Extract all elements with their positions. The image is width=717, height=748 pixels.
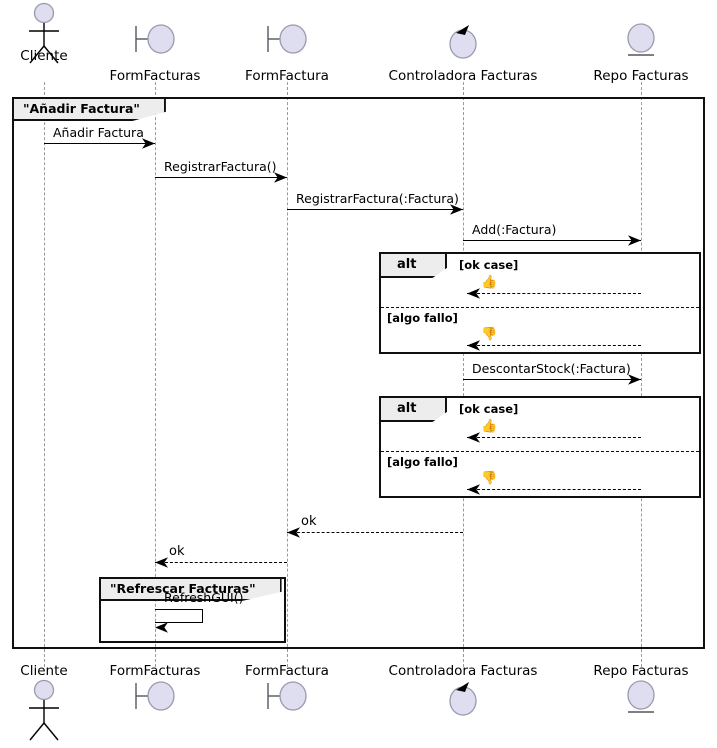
participant-label: Cliente [20,663,68,679]
frame-alt-2-operand-separator [381,451,699,452]
participant-icon-wrapper [187,22,387,68]
participant-controladora-facturas[interactable]: Controladora Facturas [363,22,563,84]
participant-formfactura[interactable]: FormFactura [187,663,387,725]
actor-stick-figure-icon [29,2,59,64]
message-label: 👍 [481,275,498,290]
arrowhead-icon [155,622,168,633]
arrowhead-icon [287,527,300,538]
lifeline-cliente [44,82,45,667]
message-line [467,345,641,346]
participant-label: Controladora Facturas [388,663,538,679]
message-line [155,177,287,178]
message-line [44,143,155,144]
participant-icon-wrapper [363,22,563,68]
participant-icon-wrapper [363,679,563,725]
message-label: RegistrarFactura(:Factura) [296,191,459,206]
message-label: ok [301,514,317,529]
participant-cliente[interactable]: Cliente [0,663,144,741]
message-line [463,240,641,241]
message-label: 👎 [481,327,498,342]
arrowhead-icon [155,557,168,568]
lifeline-formfactura [287,82,288,667]
arrowhead-icon [467,484,480,495]
self-message-arrowhead [155,618,168,637]
participant-repo-facturas[interactable]: Repo Facturas [541,663,717,725]
participant-controladora-facturas[interactable]: Controladora Facturas [363,663,563,725]
frame-alt-1[interactable]: alt [ok case] [algo fallo] [379,252,701,354]
participant-formfacturas[interactable]: FormFacturas [55,663,255,725]
boundary-icon [267,24,307,54]
message-line [155,562,287,563]
participant-cliente[interactable]: Cliente [0,2,144,64]
frame-refrescar-facturas[interactable]: "Refrescar Facturas" [99,577,286,643]
participant-icon-wrapper [55,679,255,725]
participant-label: Controladora Facturas [388,68,538,84]
entity-icon [627,23,655,56]
message-line [287,532,463,533]
message-line [467,437,641,438]
message-label: Add(:Factura) [472,222,557,237]
participant-label: Repo Facturas [593,663,689,679]
message-label: RegistrarFactura() [164,159,277,174]
message-label: 👍 [481,419,498,434]
frame-alt-2[interactable]: alt [ok case] [algo fallo] [379,396,701,498]
boundary-icon [135,681,175,711]
arrowhead-icon [467,340,480,351]
message-line [463,379,641,380]
participant-label: Repo Facturas [593,68,689,84]
frame-alt-2-tab: alt [381,398,447,422]
frame-alt-1-guard-0: [ok case] [459,258,519,272]
participant-formfactura[interactable]: FormFactura [187,22,387,84]
message-label: 👎 [481,471,498,486]
control-icon [449,682,477,716]
message-label: DescontarStock(:Factura) [472,361,631,376]
control-icon [449,25,477,59]
arrowhead-icon [628,374,641,385]
entity-icon [627,680,655,713]
participant-label: FormFacturas [109,663,201,679]
message-line [467,293,641,294]
frame-alt-2-guard-0: [ok case] [459,402,519,416]
participant-icon-wrapper [187,679,387,725]
frame-alt-1-guard-1: [algo fallo] [387,311,458,325]
self-message-s1[interactable] [155,609,203,623]
arrowhead-icon [467,432,480,443]
message-line [287,209,463,210]
participant-label: FormFacturas [109,68,201,84]
lifeline-formfacturas [155,82,156,667]
self-message-label: RefreshGUI() [164,590,244,605]
message-line [467,489,641,490]
participant-label: FormFactura [245,68,329,84]
arrowhead-icon [628,235,641,246]
boundary-icon [267,681,307,711]
frame-alt-2-guard-1: [algo fallo] [387,455,458,469]
frame-alt-1-operand-separator [381,307,699,308]
lifeline-repo-facturas [641,82,642,667]
lifeline-controladora-facturas [463,82,464,667]
participant-icon-wrapper [541,679,717,725]
frame-anadir-factura-tab: "Añadir Factura" [14,99,166,121]
boundary-icon [135,24,175,54]
arrowhead-icon [450,204,463,215]
frame-alt-1-tab: alt [381,254,447,278]
participant-icon-wrapper [0,2,144,64]
participant-icon-wrapper [541,22,717,68]
frame-anadir-factura[interactable]: "Añadir Factura" [12,97,705,649]
participant-repo-facturas[interactable]: Repo Facturas [541,22,717,84]
participant-formfacturas[interactable]: FormFacturas [55,22,255,84]
arrowhead-icon [274,172,287,183]
message-label: ok [169,544,185,559]
participant-label: FormFactura [245,663,329,679]
frame-refrescar-facturas-tab: "Refrescar Facturas" [101,579,282,601]
message-label: Añadir Factura [53,125,144,140]
actor-stick-figure-icon [29,679,59,741]
arrowhead-icon [142,138,155,149]
participant-icon-wrapper [55,22,255,68]
arrowhead-icon [467,288,480,299]
participant-icon-wrapper [0,679,144,741]
